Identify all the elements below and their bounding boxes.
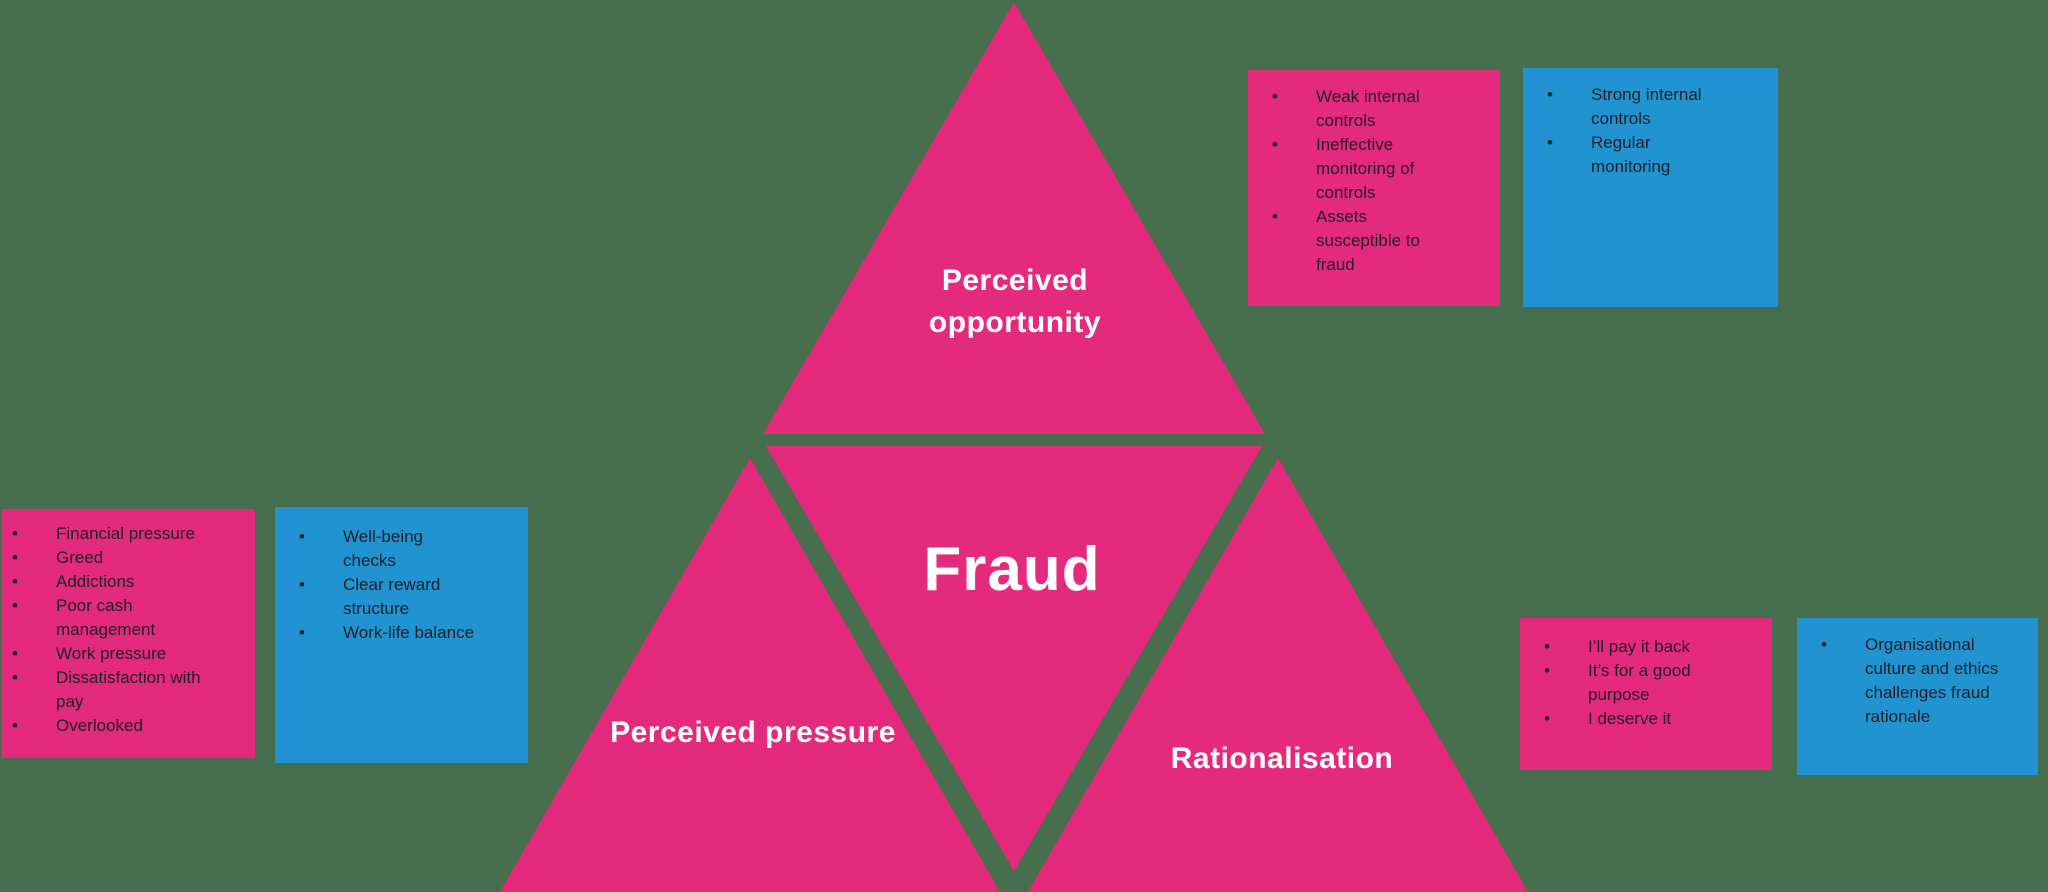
bullet-text: Clear reward structure [343, 575, 441, 618]
opportunity-label: Perceived opportunity [928, 264, 1102, 339]
bullet-icon: • [1547, 133, 1553, 152]
bullet-icon: • [299, 623, 305, 642]
bullet-icon: • [12, 644, 18, 663]
bullet-item: • Financial pressure [12, 522, 247, 546]
rationalisation-label: Rationalisation [1170, 742, 1394, 775]
pressure-controls-list: • Well-being checks • Clear reward structur… [275, 507, 528, 645]
bullet-text: I’ll pay it back [1588, 637, 1691, 656]
triangle-pressure [500, 458, 1000, 892]
bullet-icon: • [12, 572, 18, 591]
bullet-text: Weak internal controls [1316, 87, 1420, 130]
bullet-text: Poor cash management [56, 596, 156, 639]
bullet-item: • Greed [12, 546, 247, 570]
bullet-text: Strong internal controls [1591, 85, 1702, 128]
bullet-icon: • [12, 524, 18, 543]
bullet-icon: • [299, 575, 305, 594]
fraud-label: Fraud [923, 535, 1101, 604]
triangle-fraud [766, 446, 1262, 871]
bullet-text: I deserve it [1588, 709, 1672, 728]
bullet-text: Organisational culture and ethics challe… [1865, 635, 1999, 726]
bullet-icon: • [1547, 85, 1553, 104]
rationalisation-controls-box: • Organisational culture and ethics chall… [1797, 618, 2038, 775]
bullet-icon: • [1821, 635, 1827, 654]
bullet-text: Financial pressure [56, 524, 195, 543]
bullet-item: • Well-being checks [299, 525, 520, 573]
rationalisation-risks-box: • I’ll pay it back • It’s for a good purpos… [1520, 618, 1772, 770]
rationalisation-risks-list: • I’ll pay it back • It’s for a good purpos… [1520, 618, 1772, 731]
bullet-icon: • [1272, 87, 1278, 106]
bullet-item: • Regular monitoring [1547, 131, 1770, 179]
bullet-icon: • [12, 668, 18, 687]
triangle-opportunity [763, 2, 1265, 434]
bullet-item: • Strong internal controls [1547, 83, 1770, 131]
pressure-controls-box: • Well-being checks • Clear reward structur… [275, 507, 528, 763]
bullet-text: Work-life balance [343, 623, 475, 642]
bullet-item: • Ineffective monitoring of controls [1272, 133, 1492, 205]
bullet-icon: • [1544, 661, 1550, 680]
opportunity-risks-list: • Weak internal controls • Ineffective moni… [1248, 70, 1500, 277]
bullet-text: Work pressure [56, 644, 167, 663]
bullet-item: • I’ll pay it back [1544, 635, 1764, 659]
bullet-item: • It’s for a good purpose [1544, 659, 1764, 707]
bullet-icon: • [12, 716, 18, 735]
opportunity-controls-box: • Strong internal controls • Regular monito… [1523, 68, 1778, 307]
opportunity-controls-list: • Strong internal controls • Regular monito… [1523, 68, 1778, 179]
pressure-risks-box: • Financial pressure • Greed • Addictions • Poo… [2, 509, 255, 758]
bullet-item: • Weak internal controls [1272, 85, 1492, 133]
bullet-icon: • [1544, 709, 1550, 728]
bullet-text: Overlooked [56, 716, 143, 735]
bullet-item: • Work pressure [12, 642, 247, 666]
bullet-text: Greed [56, 548, 104, 567]
bullet-text: It’s for a good purpose [1588, 661, 1691, 704]
bullet-icon: • [1544, 637, 1550, 656]
bullet-icon: • [12, 596, 18, 615]
opportunity-risks-box: • Weak internal controls • Ineffective moni… [1248, 70, 1500, 306]
bullet-text: Well-being checks [343, 527, 424, 570]
bullet-item: • Work-life balance [299, 621, 520, 645]
bullet-item: • Assets susceptible to fraud [1272, 205, 1492, 277]
bullet-icon: • [12, 548, 18, 567]
pressure-risks-list: • Financial pressure • Greed • Addictions • Poo… [2, 509, 255, 738]
rationalisation-controls-list: • Organisational culture and ethics chall… [1797, 618, 2038, 729]
bullet-item: • Clear reward structure [299, 573, 520, 621]
bullet-item: • Overlooked [12, 714, 247, 738]
bullet-item: • Organisational culture and ethics chall… [1821, 633, 2030, 729]
bullet-text: Regular monitoring [1591, 133, 1671, 176]
bullet-item: • Poor cash management [12, 594, 247, 642]
bullet-icon: • [1272, 207, 1278, 226]
bullet-item: • Dissatisfaction with pay [12, 666, 247, 714]
triangle-rationalisation [1028, 458, 1528, 892]
bullet-icon: • [1272, 135, 1278, 154]
bullet-item: • Addictions [12, 570, 247, 594]
bullet-text: Addictions [56, 572, 135, 591]
bullet-text: Ineffective monitoring of controls [1316, 135, 1415, 202]
bullet-text: Dissatisfaction with pay [56, 668, 201, 711]
bullet-text: Assets susceptible to fraud [1316, 207, 1420, 274]
pressure-label: Perceived pressure [610, 716, 896, 749]
bullet-icon: • [299, 527, 305, 546]
bullet-item: • I deserve it [1544, 707, 1764, 731]
